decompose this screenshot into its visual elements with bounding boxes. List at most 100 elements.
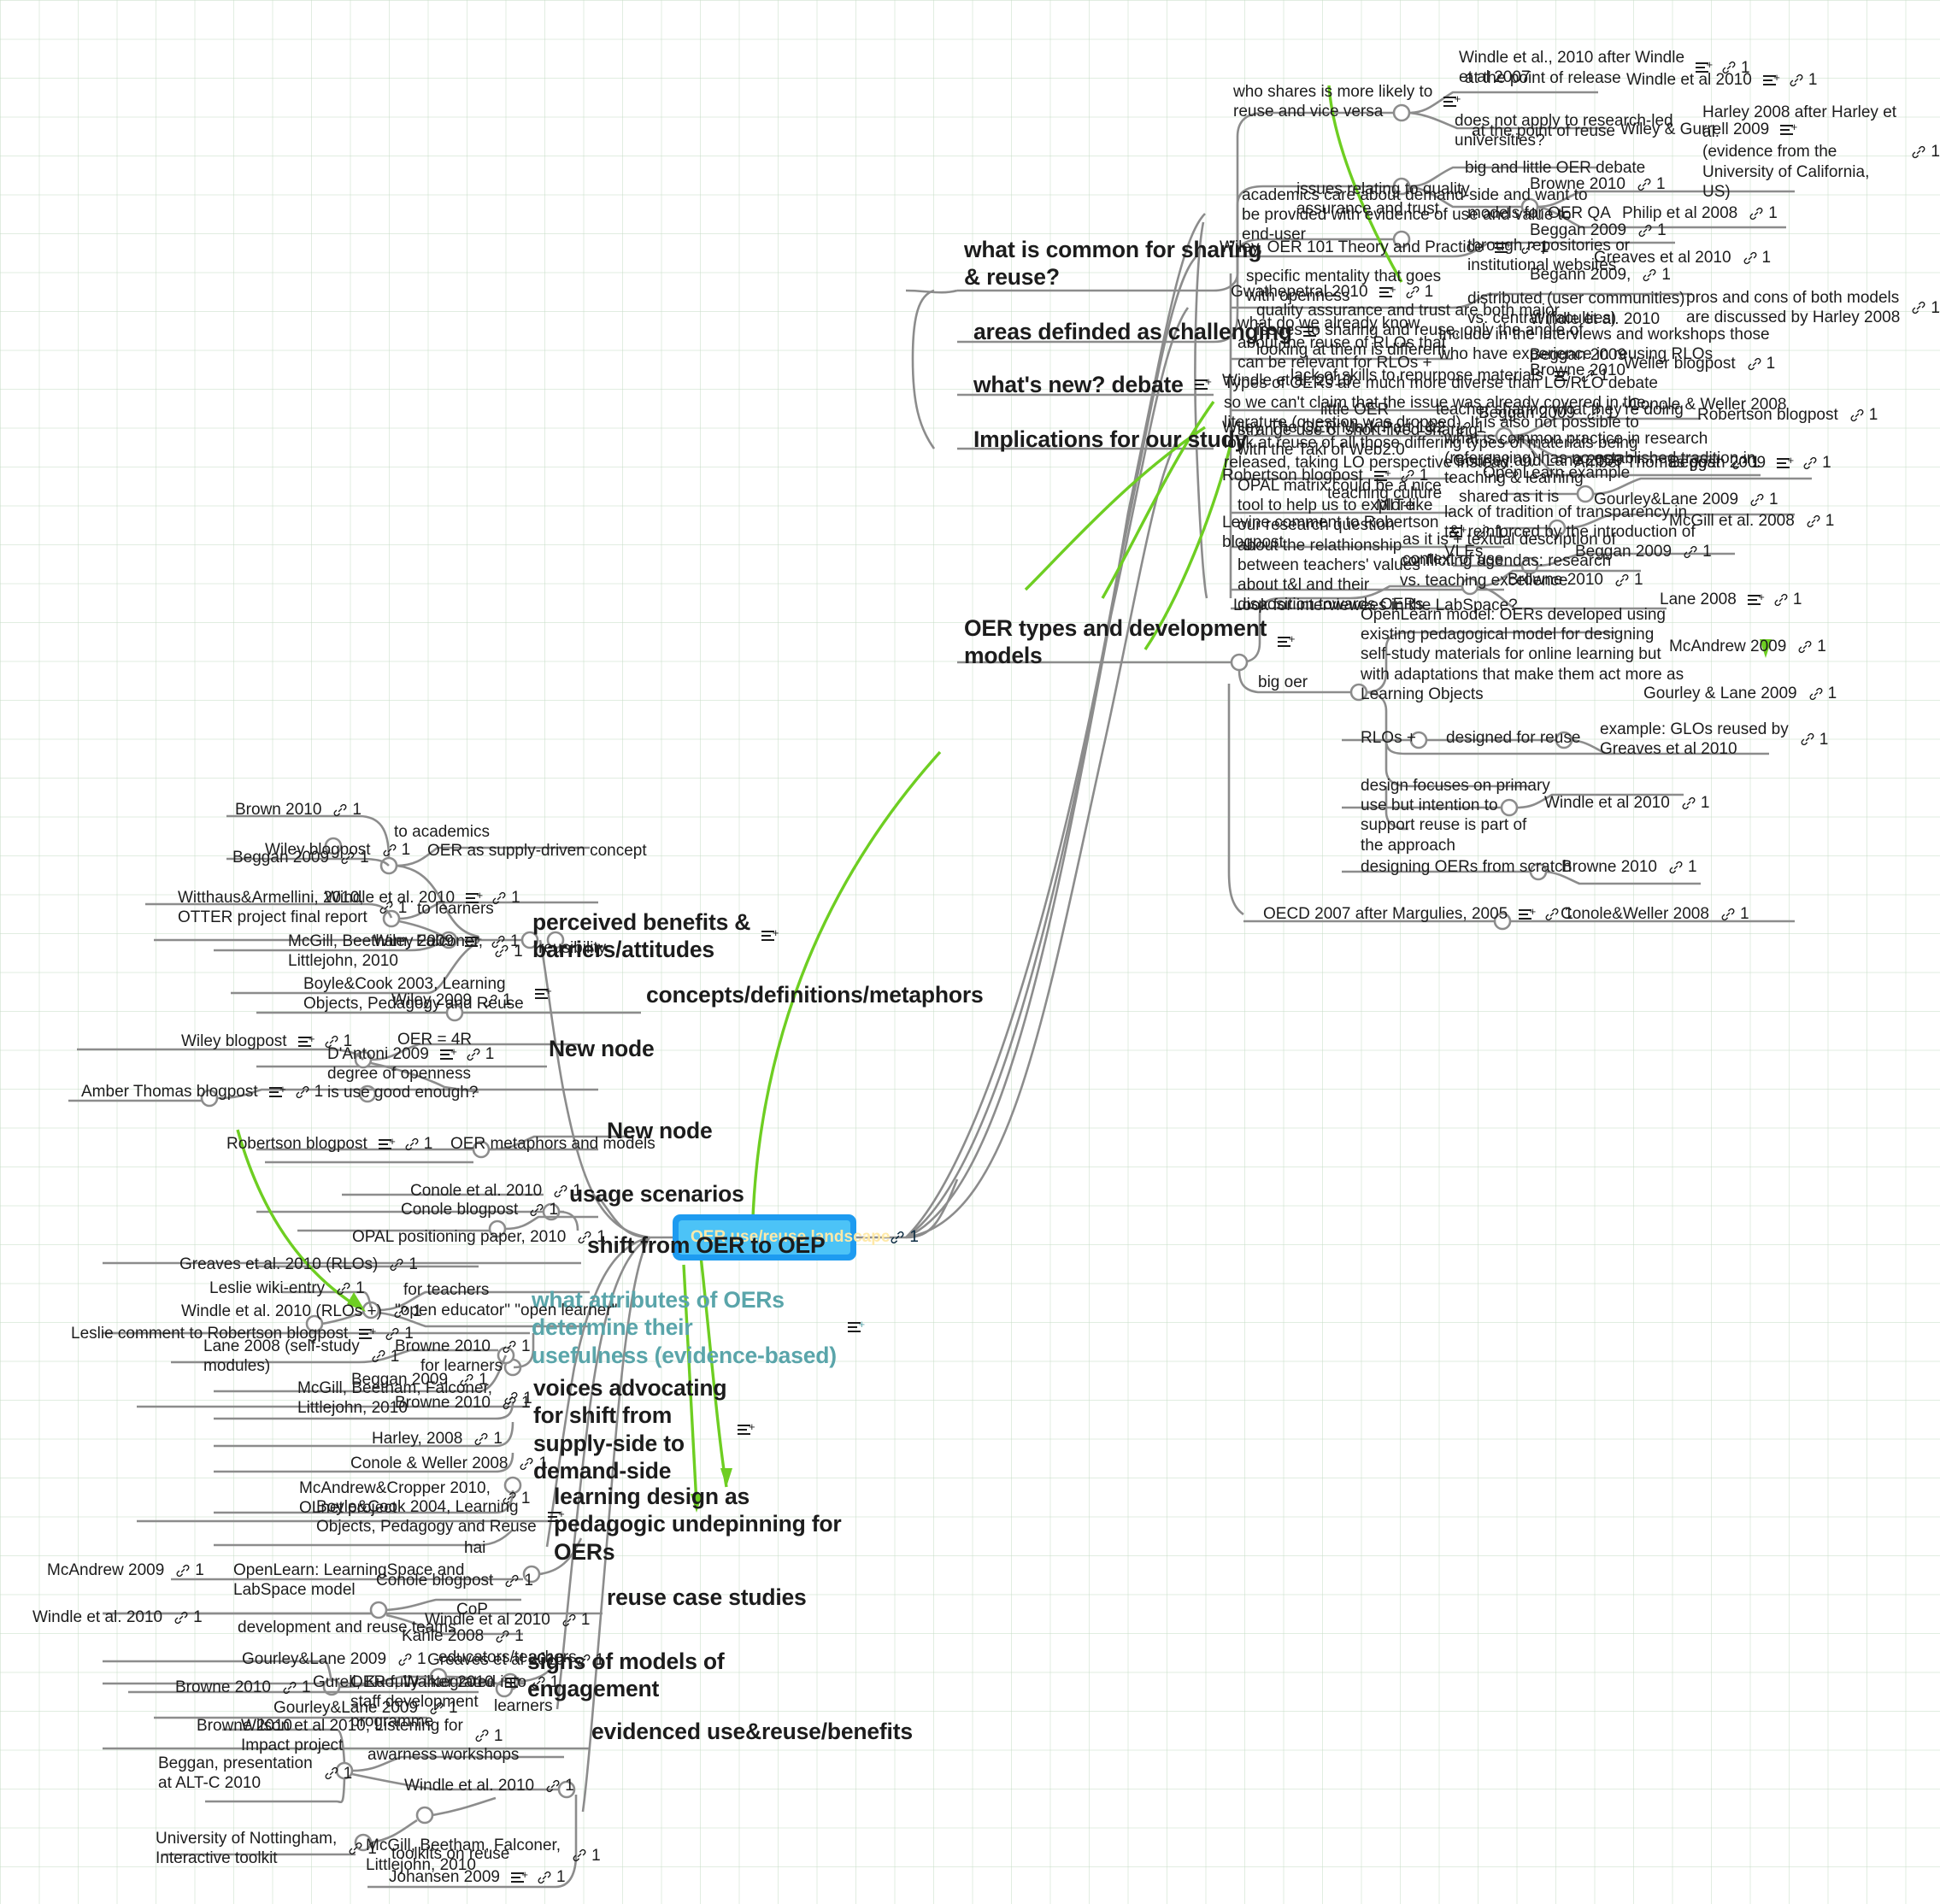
link-count[interactable]: 1 (1544, 904, 1573, 924)
link-count[interactable]: 1 (459, 1370, 488, 1390)
root-node[interactable]: OER use/reuse landscape 1 (673, 1214, 919, 1261)
mindmap-node-19[interactable]: specific mentality that goes with openne… (1246, 267, 1441, 306)
note-lines-icon[interactable]: + (761, 927, 779, 943)
link-count[interactable]: 1 (332, 800, 362, 820)
link-count[interactable]: 1 (1580, 366, 1608, 385)
link-count[interactable]: 1 (519, 1454, 548, 1473)
main-branch-14[interactable]: reuse case studies (607, 1584, 807, 1611)
note-lines-icon[interactable]: + (1194, 376, 1212, 391)
mindmap-node-94[interactable]: OER metaphors and models (450, 1134, 655, 1154)
main-branch-11[interactable]: what attributes of OERs determine their … (532, 1286, 865, 1369)
mindmap-node-137[interactable]: McGill, Beetham, Falconer, Littlejohn, 2… (366, 1836, 601, 1875)
mindmap-node-63[interactable]: big oer (1258, 673, 1308, 692)
mindmap-node-36[interactable]: Conole & Weller 2008 (1629, 395, 1786, 414)
link-count[interactable]: 1 (336, 1278, 365, 1298)
main-branch-0[interactable]: what is common for sharing & reuse? (964, 236, 1261, 291)
note-lines-icon[interactable]: + (268, 1084, 286, 1099)
mindmap-node-116[interactable]: OpenLearn: LearningSpace and LabSpace mo… (233, 1560, 464, 1600)
note-lines-icon[interactable]: + (439, 1046, 457, 1061)
mindmap-node-4[interactable]: does not apply to research-led universit… (1455, 111, 1673, 150)
main-branch-15[interactable]: signs of models of engagement (527, 1648, 725, 1703)
link-count[interactable]: 1 (382, 840, 410, 860)
mindmap-node-106[interactable]: for learners (420, 1356, 503, 1376)
link-count[interactable]: 1 (175, 1560, 204, 1580)
link-count[interactable]: 1 (1405, 282, 1433, 302)
mindmap-node-6[interactable]: Wiley & Gurrell 2009+ (1620, 120, 1797, 139)
mindmap-node-71[interactable]: OECD 2007 after Margulies, 2005+1 (1263, 904, 1573, 924)
mindmap-node-80[interactable]: to learners (417, 899, 494, 919)
link-count[interactable]: 1 (1802, 453, 1831, 473)
link-count[interactable]: 1 (1808, 684, 1837, 703)
note-lines-icon[interactable]: + (1777, 455, 1794, 470)
mindmap-node-65[interactable]: designed for reuse (1446, 728, 1580, 748)
link-count[interactable]: 1 (429, 1698, 458, 1718)
note-lines-icon[interactable]: + (1443, 93, 1461, 109)
mindmap-node-32[interactable]: Types of OERs are much more diverse than… (1224, 373, 1658, 473)
mindmap-node-20[interactable]: Gwathepetral 2010+1 (1231, 282, 1433, 302)
mindmap-node-138[interactable]: toolkits on reuse (391, 1844, 509, 1864)
note-lines-icon[interactable]: + (1762, 72, 1780, 87)
mindmap-node-34[interactable]: teacher sharing what they're doing (1436, 400, 1684, 420)
link-count[interactable]: 1 (173, 1607, 203, 1627)
note-lines-icon[interactable]: + (1780, 121, 1797, 137)
mindmap-node-108[interactable]: McGill, Beetham, Falconer, Littlejohn, 2… (297, 1378, 532, 1418)
root-node-inner[interactable]: OER use/reuse landscape 1 (679, 1220, 919, 1255)
mindmap-node-92[interactable]: is use good enough? (327, 1083, 478, 1102)
link-count[interactable]: 1 (1806, 511, 1834, 531)
link-count[interactable]: 1 (491, 931, 520, 951)
mindmap-node-44[interactable]: OpenLearn example (1483, 463, 1630, 483)
link-count[interactable]: 1 (1400, 466, 1428, 485)
mindmap-node-60[interactable]: OpenLearn model: OERs developed using ex… (1361, 605, 1684, 704)
link-count[interactable]: 1 (1614, 570, 1643, 590)
mindmap-node-40[interactable]: what is common practice in research (ref… (1444, 429, 1755, 489)
mindmap-node-100[interactable]: for teachers (403, 1280, 489, 1300)
main-branch-2[interactable]: what's new? debate+ (973, 371, 1212, 398)
link-count[interactable]: 1 (502, 1489, 530, 1508)
mindmap-node-130[interactable]: learners (494, 1696, 553, 1716)
link-count[interactable]: 1 (385, 1324, 414, 1343)
mindmap-node-25[interactable]: what do we already know about the reuse … (1237, 314, 1446, 373)
note-lines-icon[interactable]: + (297, 1033, 315, 1049)
link-count[interactable]: 1 (340, 848, 369, 867)
mindmap-node-26[interactable]: Include in the interviews and workshops … (1438, 325, 1770, 364)
mindmap-node-41[interactable]: Gourley and Lane 2009 (1453, 451, 1623, 471)
note-lines-icon[interactable]: + (504, 1674, 522, 1690)
link-count[interactable]: 1 (1721, 58, 1750, 78)
mindmap-node-54[interactable]: as it is + textual description of contex… (1402, 530, 1616, 569)
mindmap-node-50[interactable]: MIT-like (1376, 496, 1433, 515)
mindmap-node-83[interactable]: McGill, Beetham, Falconer, Littlejohn, 2… (288, 931, 523, 971)
link-count[interactable]: 1 (1911, 298, 1940, 318)
mindmap-node-102[interactable]: "open educator" "open learner" (395, 1301, 617, 1320)
mindmap-node-5[interactable]: at the point of reuse (1472, 121, 1615, 141)
mindmap-node-119[interactable]: CoP (456, 1600, 488, 1619)
main-branch-10[interactable]: shift from OER to OEP (587, 1231, 826, 1259)
mindmap-node-101[interactable]: Windle et al. 2010 (RLOs +)1 (181, 1302, 422, 1321)
mindmap-node-88[interactable]: OER = 4R (397, 1030, 472, 1049)
note-lines-icon[interactable]: + (547, 1508, 565, 1524)
main-branch-8[interactable]: New node (607, 1117, 713, 1144)
mindmap-node-139[interactable]: Johansen 2009+1 (389, 1867, 566, 1887)
link-count[interactable]: 1 (561, 1610, 590, 1630)
mindmap-node-53[interactable]: Levine comment to Robertson blogpost+1 (1222, 513, 1504, 552)
note-lines-icon[interactable]: + (847, 1319, 865, 1334)
note-lines-icon[interactable]: + (1373, 467, 1391, 483)
